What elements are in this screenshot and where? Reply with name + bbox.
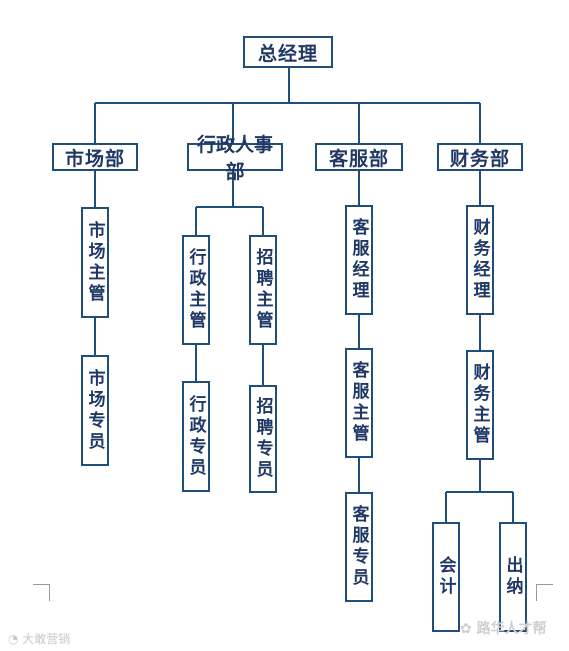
node-cashier: 出纳 bbox=[499, 522, 527, 632]
node-admin-supervisor: 行政主管 bbox=[182, 235, 210, 345]
node-market-specialist: 市场专员 bbox=[81, 355, 109, 466]
node-service-specialist: 客服专员 bbox=[345, 492, 373, 602]
node-general-manager: 总经理 bbox=[243, 36, 333, 68]
node-recruit-supervisor: 招聘主管 bbox=[249, 235, 277, 345]
node-recruit-specialist: 招聘专员 bbox=[249, 385, 277, 493]
node-service-supervisor: 客服主管 bbox=[345, 348, 373, 458]
wechat-icon: ✿ bbox=[460, 621, 477, 637]
node-market-dept: 市场部 bbox=[52, 143, 138, 171]
node-accountant: 会计 bbox=[432, 522, 460, 632]
node-market-supervisor: 市场主管 bbox=[81, 207, 109, 318]
node-finance-supervisor: 财务主管 bbox=[466, 350, 494, 460]
node-service-manager: 客服经理 bbox=[345, 205, 373, 315]
node-admin-specialist: 行政专员 bbox=[182, 381, 210, 492]
node-service-dept: 客服部 bbox=[315, 143, 403, 171]
node-finance-dept: 财务部 bbox=[437, 143, 523, 171]
node-finance-manager: 财务经理 bbox=[466, 205, 494, 315]
watermark-left: ◔ 大敢营销 bbox=[8, 632, 71, 646]
watermark-right: ✿ 路华人才帮 bbox=[460, 621, 547, 637]
crop-mark-right bbox=[536, 584, 553, 601]
crop-mark-left bbox=[33, 584, 50, 601]
weibo-icon: ◔ bbox=[8, 632, 23, 646]
node-admin-hr-dept: 行政人事部 bbox=[187, 134, 283, 183]
